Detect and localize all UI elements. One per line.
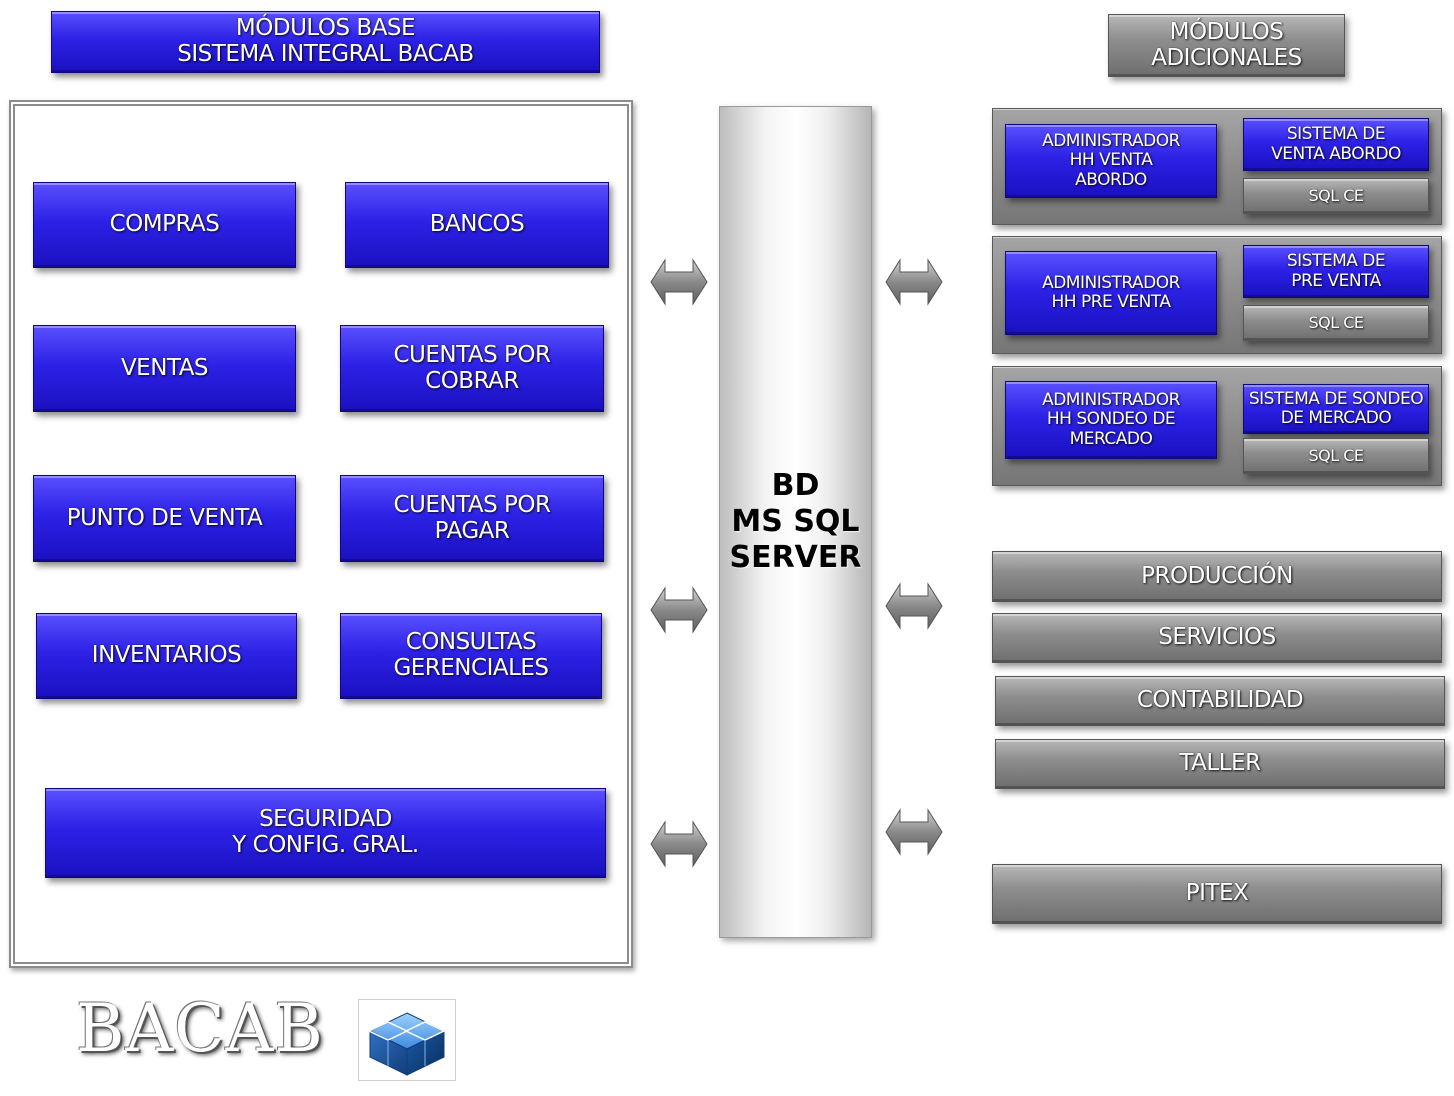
sql-ce-venta-abordo: SQL CE bbox=[1243, 178, 1429, 214]
module-taller[interactable]: TALLER bbox=[995, 739, 1445, 789]
module-cuentas-por-pagar[interactable]: CUENTAS POR PAGAR bbox=[340, 475, 604, 562]
module-consultas-gerenciales[interactable]: CONSULTAS GERENCIALES bbox=[340, 613, 602, 699]
module-seguridad[interactable]: SEGURIDAD Y CONFIG. GRAL. bbox=[45, 788, 606, 878]
admin-hh-sondeo-mercado[interactable]: ADMINISTRADOR HH SONDEO DE MERCADO bbox=[1005, 381, 1217, 459]
admin-hh-venta-abordo[interactable]: ADMINISTRADOR HH VENTA ABORDO bbox=[1005, 124, 1217, 198]
module-compras[interactable]: COMPRAS bbox=[33, 182, 296, 268]
system-pre-venta[interactable]: SISTEMA DE PRE VENTA bbox=[1243, 245, 1429, 298]
sql-ce-sondeo-mercado: SQL CE bbox=[1243, 438, 1429, 474]
additional-modules-header: MÓDULOS ADICIONALES bbox=[1108, 14, 1345, 77]
module-ventas[interactable]: VENTAS bbox=[33, 325, 296, 412]
module-produccion[interactable]: PRODUCCIÓN bbox=[992, 551, 1442, 602]
sql-ce-pre-venta: SQL CE bbox=[1243, 305, 1429, 341]
module-cuentas-por-cobrar[interactable]: CUENTAS POR COBRAR bbox=[340, 325, 604, 412]
double-arrow-icon bbox=[650, 820, 708, 868]
module-servicios[interactable]: SERVICIOS bbox=[992, 613, 1442, 663]
admin-hh-pre-venta[interactable]: ADMINISTRADOR HH PRE VENTA bbox=[1005, 251, 1217, 335]
bacab-logo-text: BACAB bbox=[76, 990, 324, 1067]
double-arrow-icon bbox=[885, 808, 943, 856]
module-inventarios[interactable]: INVENTARIOS bbox=[36, 613, 297, 699]
module-contabilidad[interactable]: CONTABILIDAD bbox=[995, 676, 1445, 726]
module-punto-de-venta[interactable]: PUNTO DE VENTA bbox=[33, 475, 296, 562]
double-arrow-icon bbox=[885, 258, 943, 306]
module-pitex[interactable]: PITEX bbox=[992, 864, 1442, 924]
system-sondeo-mercado[interactable]: SISTEMA DE SONDEO DE MERCADO bbox=[1243, 384, 1429, 434]
system-venta-abordo[interactable]: SISTEMA DE VENTA ABORDO bbox=[1243, 118, 1429, 171]
double-arrow-icon bbox=[885, 582, 943, 630]
bacab-cube-logo-icon bbox=[358, 999, 456, 1081]
double-arrow-icon bbox=[650, 586, 708, 634]
module-bancos[interactable]: BANCOS bbox=[345, 182, 609, 268]
base-modules-header: MÓDULOS BASE SISTEMA INTEGRAL BACAB bbox=[51, 11, 600, 73]
database-ms-sql-server: BD MS SQL SERVER bbox=[719, 106, 872, 938]
double-arrow-icon bbox=[650, 258, 708, 306]
